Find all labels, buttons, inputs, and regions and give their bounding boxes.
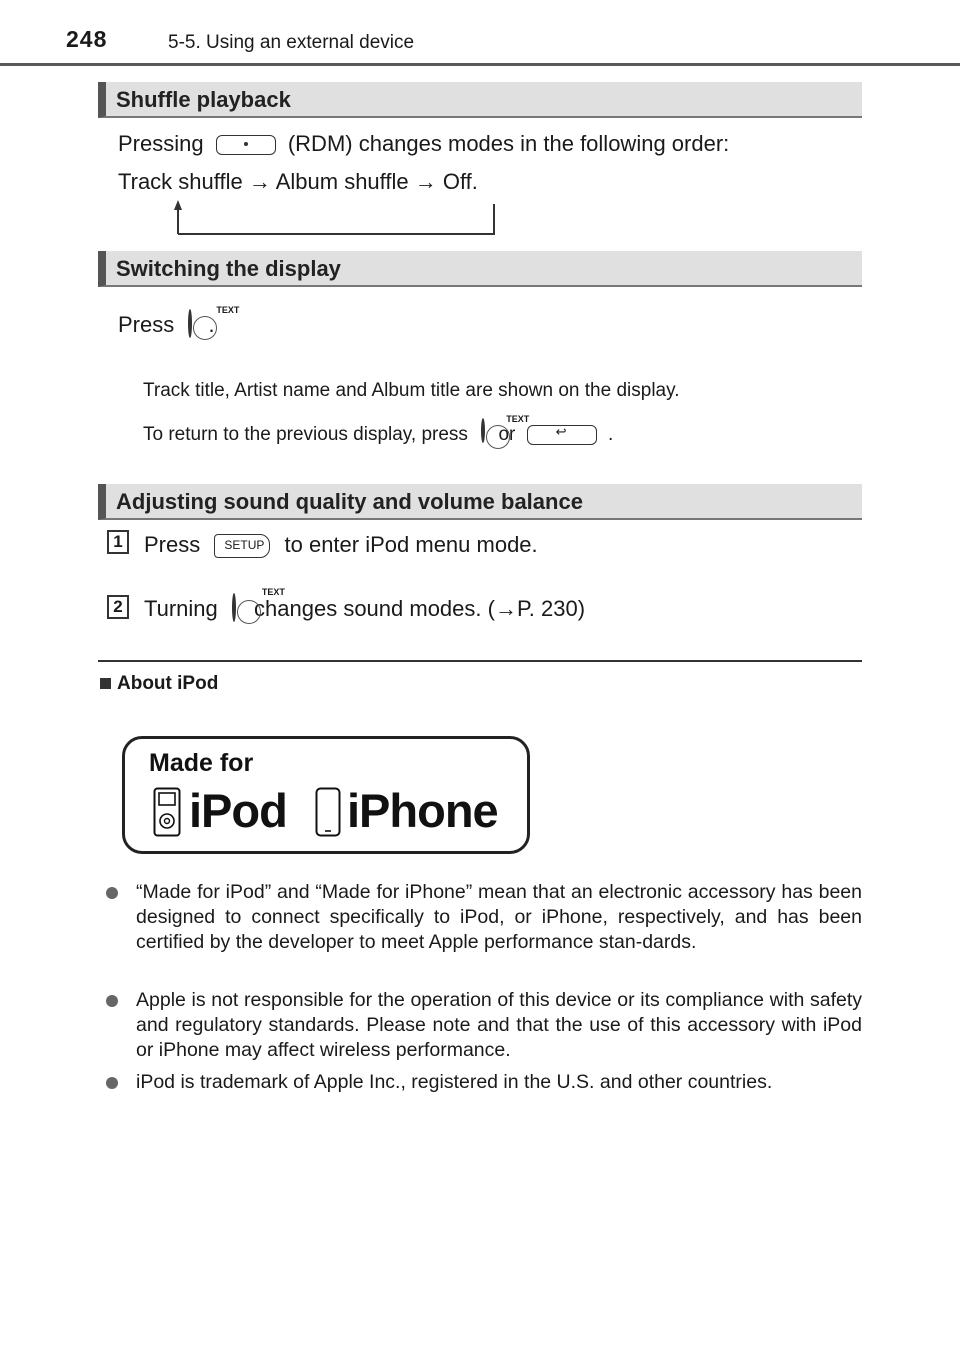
text-knob-icon: TEXT (231, 587, 285, 623)
step-2-text: Turning TEXT changes sound modes. (→P. 2… (144, 587, 586, 623)
step-2-result: changes sound modes. (→P. 230) (254, 596, 586, 621)
bullet-apple-responsibility: Apple is not responsible for the operati… (106, 988, 862, 1063)
about-ipod-heading: About iPod (100, 673, 218, 695)
display-note-2: To return to the previous display, press… (143, 414, 614, 446)
text-knob-icon: TEXT (188, 305, 239, 339)
made-for-ipod-iphone-logo: Made for iPod iPhone (122, 736, 530, 854)
return-period: . (607, 424, 614, 446)
sound-heading: Adjusting sound quality and volume balan… (98, 484, 862, 520)
back-button-icon: ↩ (526, 424, 597, 445)
logo-made-for: Made for (149, 749, 254, 777)
page-number: 248 (66, 26, 108, 52)
sound-heading-text: Adjusting sound quality and volume balan… (116, 489, 583, 514)
bullet-dot-icon (106, 887, 118, 899)
divider (98, 660, 862, 662)
logo-iphone-text: iPhone (347, 784, 499, 837)
about-ipod-heading-text: About iPod (117, 673, 219, 694)
bullet-text: Apple is not responsible for the operati… (136, 989, 862, 1061)
step-1-press: Press (144, 532, 201, 557)
text-knob-icon: TEXT (481, 414, 529, 443)
display-press-text: Press (118, 312, 175, 337)
shuffle-sequence: Track shuffle → Album shuffle → Off. (118, 169, 478, 194)
shuffle-pressing-text: Pressing (118, 131, 204, 156)
step-1-action: to enter iPod menu mode. (284, 532, 538, 557)
bullet-text: “Made for iPod” and “Made for iPhone” me… (136, 881, 862, 953)
section-title: 5-5. Using an external device (168, 32, 415, 53)
return-instruction-text: To return to the previous display, press (143, 424, 468, 446)
step-1-text: Press SETUP to enter iPod menu mode. (144, 532, 538, 559)
step-badge-1: 1 (107, 530, 129, 554)
ipod-device-icon (153, 787, 181, 837)
iphone-device-icon (315, 787, 341, 837)
bullet-trademark: iPod is trademark of Apple Inc., registe… (106, 1070, 862, 1095)
logo-ipod-text: iPod (189, 784, 288, 837)
setup-button-icon: SETUP (214, 534, 271, 559)
bullet-text: iPod is trademark of Apple Inc., registe… (136, 1071, 773, 1093)
display-note-1: Track title, Artist name and Album title… (143, 380, 680, 401)
step-2-turning: Turning (144, 596, 218, 621)
shuffle-order-text: (RDM) changes modes in the following ord… (287, 131, 730, 156)
shuffle-heading: Shuffle playback (98, 82, 862, 118)
display-heading-text: Switching the display (116, 256, 341, 281)
display-heading: Switching the display (98, 251, 862, 287)
display-press-line: Press TEXT . (118, 305, 239, 339)
header-rule (0, 63, 960, 66)
bullet-made-for: “Made for iPod” and “Made for iPhone” me… (106, 880, 862, 955)
cycle-arrow-icon (174, 200, 495, 235)
square-bullet-icon (100, 678, 111, 689)
shuffle-instruction: Pressing (RDM) changes modes in the foll… (118, 131, 729, 157)
shuffle-heading-text: Shuffle playback (116, 87, 291, 112)
bullet-dot-icon (106, 1077, 118, 1089)
rdm-button-icon (215, 135, 276, 156)
bullet-dot-icon (106, 995, 118, 1007)
step-badge-2: 2 (107, 595, 129, 619)
